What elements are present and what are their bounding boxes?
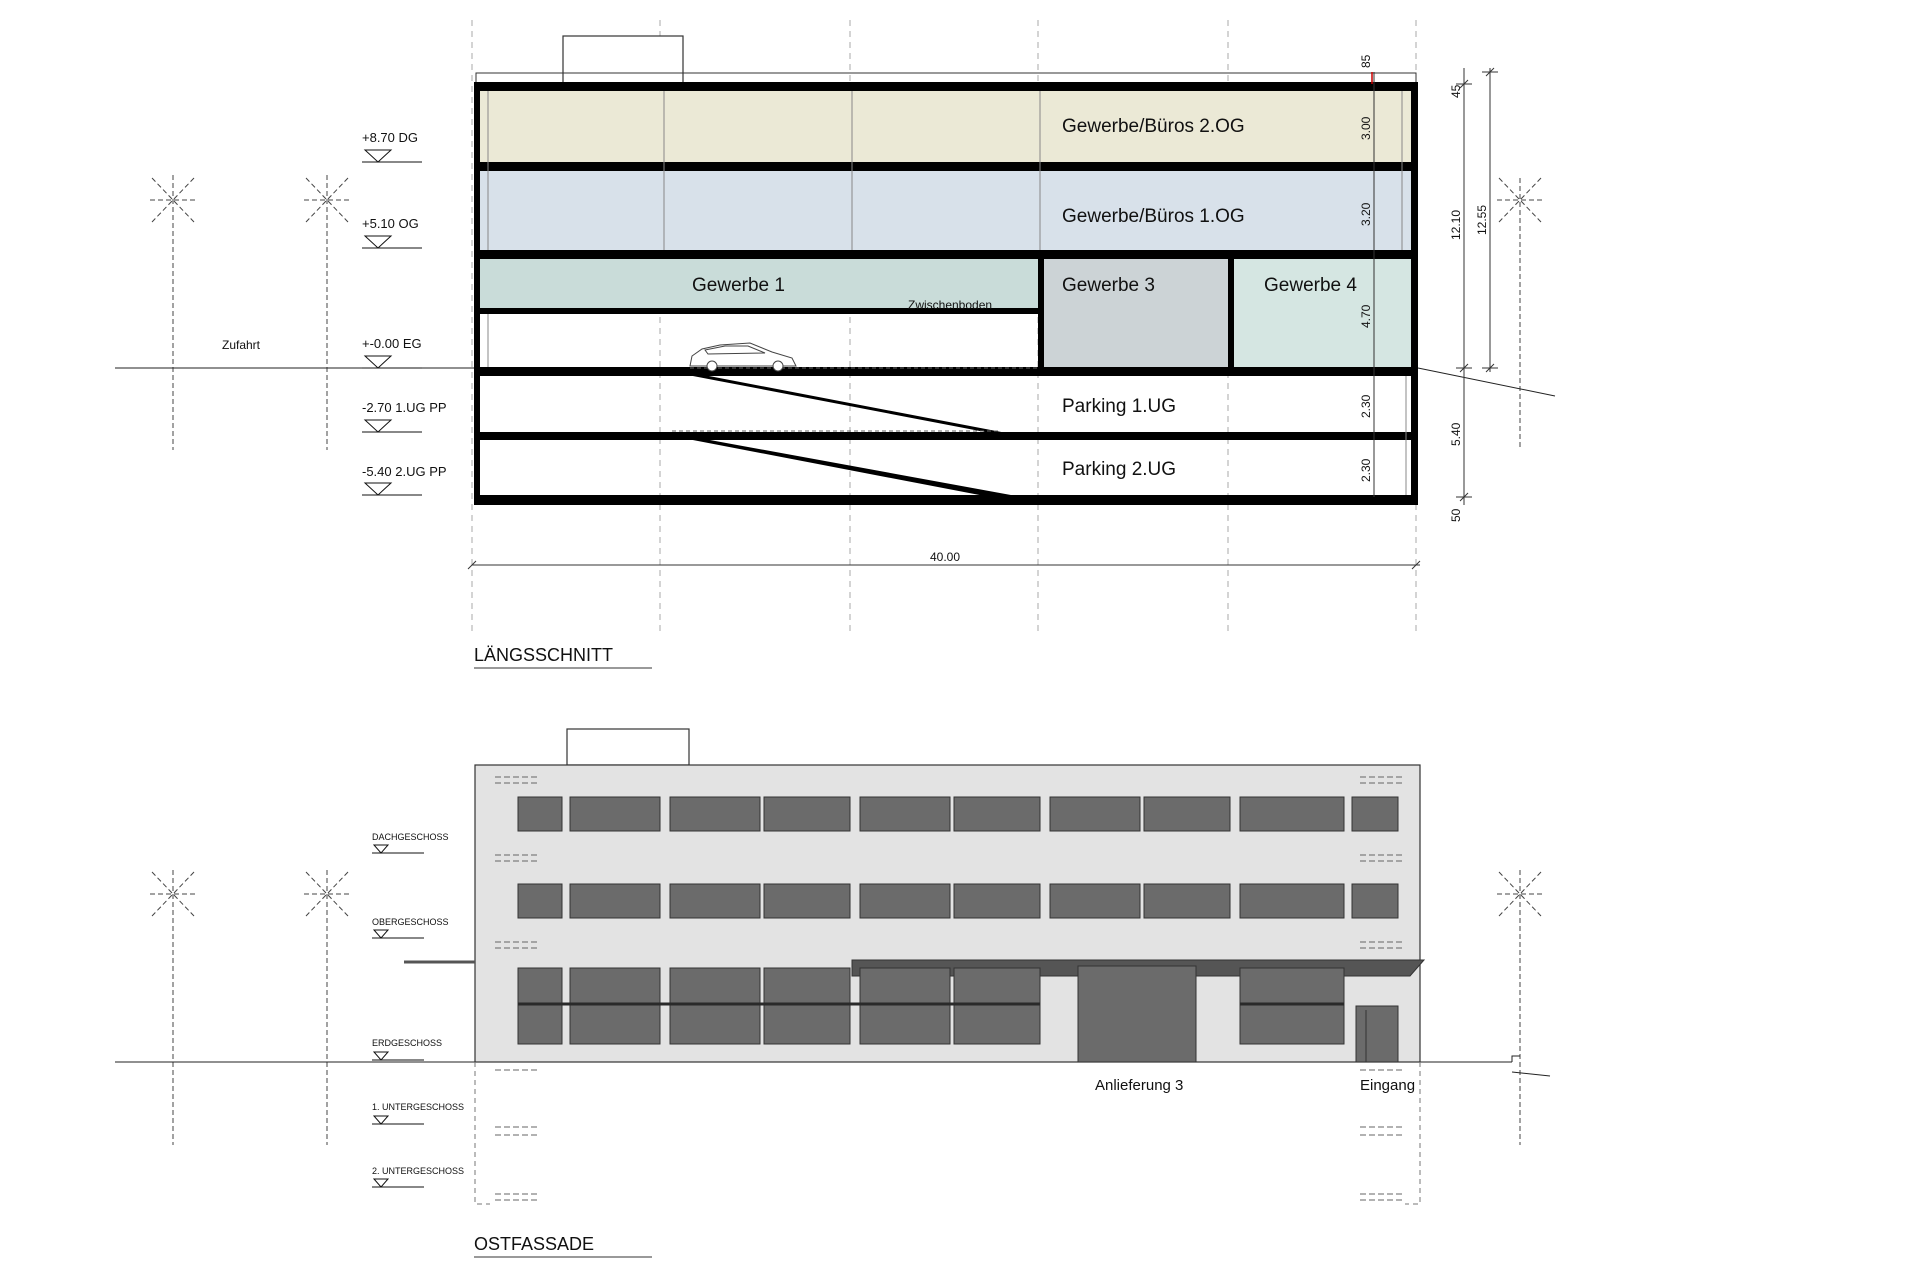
access-label: Zufahrt	[222, 338, 261, 352]
ramp-dashed-lines	[672, 367, 1038, 432]
outer-dimension-lines	[1456, 67, 1498, 505]
room-label-gewerbe4: Gewerbe 4	[1264, 275, 1357, 296]
dim-storey-dg: 3.00	[1359, 116, 1373, 140]
tree-symbol	[150, 870, 196, 1145]
delivery-door	[1077, 965, 1197, 1063]
floor-dg-fill	[476, 90, 1413, 164]
tree-symbol	[304, 870, 350, 1145]
room-label-gewerbe3: Gewerbe 3	[1062, 275, 1155, 296]
ramp-upper	[672, 372, 1022, 436]
entrance-door	[1355, 1005, 1399, 1063]
tree-symbol	[1497, 177, 1543, 450]
basement-outline	[474, 1062, 1421, 1205]
entrance-label: Eingang	[1360, 1077, 1415, 1094]
windows-dg	[517, 796, 1399, 832]
dim-storey-2ug: 2.30	[1359, 458, 1373, 482]
room-label-parking1: Parking 1.UG	[1062, 396, 1176, 417]
longitudinal-section: +8.70 DG +5.10 OG +-0.00 EG -2.70 1.UG P…	[115, 20, 1556, 669]
roof-superstructure	[562, 35, 684, 85]
room-label-parking2: Parking 2.UG	[1062, 459, 1176, 480]
tree-symbol	[1497, 870, 1543, 1145]
room-label-og: Gewerbe/Büros 1.OG	[1062, 206, 1245, 227]
dim-storey-eg: 4.70	[1359, 304, 1373, 328]
dim-outer-1210: 12.10	[1449, 210, 1463, 240]
room-label-dg: Gewerbe/Büros 2.OG	[1062, 116, 1245, 137]
facade-level-markers	[372, 844, 424, 1188]
floor-og-fill	[476, 170, 1413, 252]
car-icon	[689, 342, 797, 372]
slabs	[474, 82, 1418, 505]
parapet	[475, 72, 1417, 84]
dim-outer-540: 5.40	[1449, 422, 1463, 446]
facade-level-1ug: 1. UNTERGESCHOSS	[372, 1102, 464, 1112]
horizontal-dimension	[467, 560, 1421, 570]
gewerbe4-fill	[1234, 258, 1413, 368]
tree-symbols	[150, 175, 1543, 450]
room-label-gewerbe1: Gewerbe 1	[692, 275, 785, 296]
level-label-eg: +-0.00 EG	[362, 336, 422, 351]
level-markers	[362, 149, 422, 496]
facade-level-2ug: 2. UNTERGESCHOSS	[372, 1166, 464, 1176]
level-label-dg: +8.70 DG	[362, 130, 418, 145]
facade-title: OSTFASSADE	[474, 1234, 594, 1254]
facade-level-dg: DACHGESCHOSS	[372, 832, 449, 842]
level-label-1ug: -2.70 1.UG PP	[362, 400, 447, 415]
windows-eg	[517, 967, 1345, 1045]
dim-outer-45: 45	[1449, 84, 1463, 98]
gewerbe1-fill	[476, 258, 1040, 310]
mullions	[487, 91, 1407, 495]
slab-marks	[495, 776, 1404, 1201]
tree-symbol	[150, 175, 196, 450]
tree-symbol	[304, 175, 350, 450]
section-title: LÄNGSSCHNITT	[474, 645, 613, 665]
dim-storey-og: 3.20	[1359, 202, 1373, 226]
roof-superstructure-facade	[566, 728, 690, 766]
dim-parapet: 85	[1359, 54, 1373, 68]
level-label-og: +5.10 OG	[362, 216, 419, 231]
dim-outer-50: 50	[1449, 508, 1463, 522]
dim-storey-1ug: 2.30	[1359, 394, 1373, 418]
east-facade: Anlieferung 3 Eingang DACHGESCHOSS OBERG…	[115, 728, 1551, 1258]
dim-outer-1255: 12.55	[1475, 205, 1489, 235]
tree-symbols	[150, 870, 1543, 1145]
facade-level-og: OBERGESCHOSS	[372, 917, 449, 927]
gewerbe3-fill	[1044, 258, 1228, 368]
room-label-zwischenboden: Zwischenboden	[908, 298, 992, 312]
dim-length: 40.00	[930, 550, 960, 564]
windows-og	[517, 883, 1399, 919]
walls	[474, 82, 1418, 505]
level-label-2ug: -5.40 2.UG PP	[362, 464, 447, 479]
delivery-label: Anlieferung 3	[1095, 1077, 1183, 1094]
ramp-lower	[672, 436, 1022, 497]
facade-level-eg: ERDGESCHOSS	[372, 1038, 442, 1048]
